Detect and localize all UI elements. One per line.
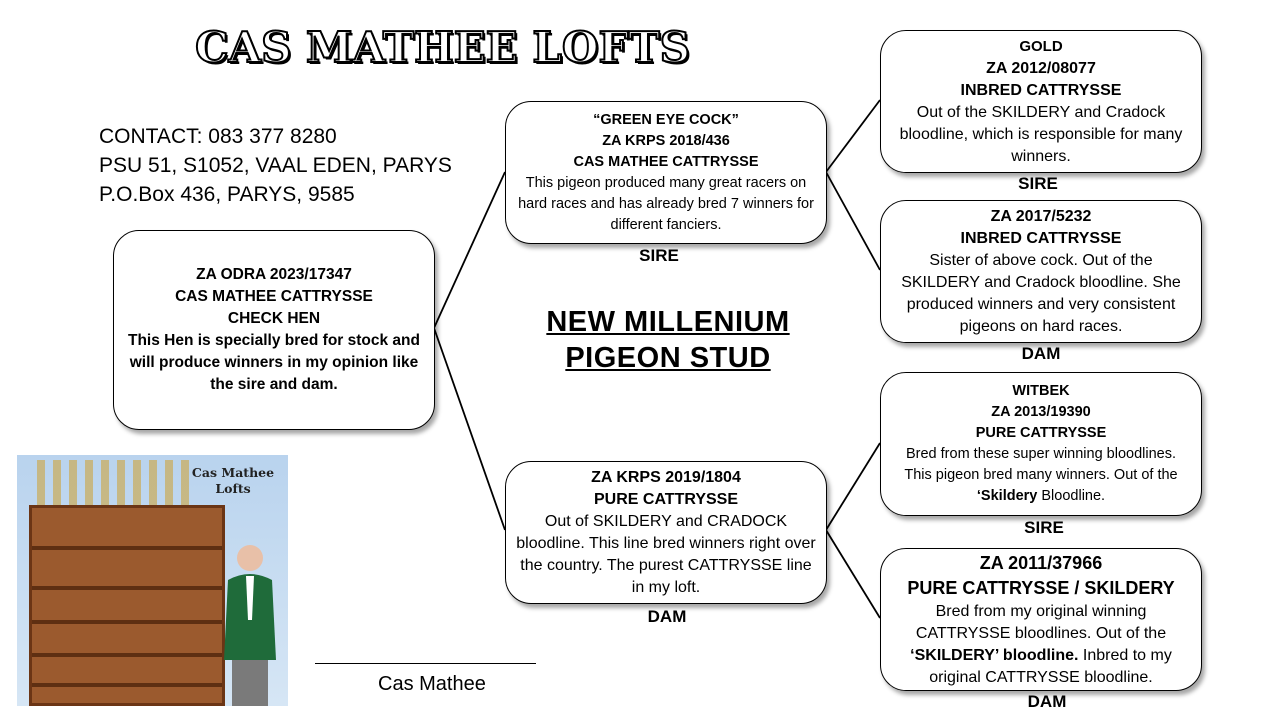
- ring-number: ZA 2013/19390: [991, 404, 1091, 420]
- strain: PURE CATTRYSSE: [975, 425, 1107, 441]
- strain: INBRED CATTRYSSE: [960, 229, 1122, 247]
- description: Out of SKILDERY and CRADOCK bloodline. T…: [516, 512, 816, 596]
- sire-dam-card: ZA 2017/5232 INBRED CATTRYSSE Sister of …: [880, 200, 1202, 343]
- pigeon-name: GOLD: [1019, 37, 1063, 55]
- connector-line: [825, 99, 881, 173]
- sire-sire-label: SIRE: [1018, 174, 1058, 193]
- connector-line: [825, 171, 881, 271]
- sire-dam-label: DAM: [1021, 344, 1061, 363]
- stud-name: NEW MILLENIUM PIGEON STUD: [520, 304, 816, 376]
- trophies: [37, 460, 197, 505]
- strain: CAS MATHEE CATTRYSSE: [573, 153, 759, 170]
- contact-po-box: P.O.Box 436, PARYS, 9585: [99, 183, 355, 206]
- stud-name-line1: NEW MILLENIUM: [546, 306, 790, 338]
- dam-dam-card: ZA 2011/37966 PURE CATTRYSSE / SKILDERY …: [880, 548, 1202, 691]
- pigeon-name: WITBEK: [1012, 383, 1070, 399]
- dam-sire-card: WITBEK ZA 2013/19390 PURE CATTRYSSE Bred…: [880, 372, 1202, 516]
- sire-label: SIRE: [639, 246, 679, 265]
- description: This Hen is specially bred for stock and…: [127, 332, 420, 393]
- dam-label: DAM: [647, 607, 687, 626]
- sex: CHECK HEN: [227, 310, 321, 327]
- subject-hen-card: ZA ODRA 2023/17347 CAS MATHEE CATTRYSSE …: [113, 230, 435, 430]
- description: Bred from these super winning bloodlines…: [891, 444, 1191, 507]
- strain: INBRED CATTRYSSE: [960, 81, 1122, 99]
- trophy-cabinet: [29, 505, 225, 706]
- ring-number: ZA 2012/08077: [986, 59, 1096, 77]
- ring-number: ZA 2017/5232: [990, 207, 1092, 225]
- contact-phone: CONTACT: 083 377 8280: [99, 125, 337, 148]
- dam-card: ZA KRPS 2019/1804 PURE CATTRYSSE Out of …: [505, 461, 827, 604]
- sire-card: “GREEN EYE COCK” ZA KRPS 2018/436 CAS MA…: [505, 101, 827, 244]
- description-text: Bloodline.: [1037, 488, 1106, 504]
- connector-line: [433, 171, 506, 329]
- ring-number: ZA ODRA 2023/17347: [196, 266, 352, 283]
- contact-address: PSU 51, S1052, VAAL EDEN, PARYS: [99, 154, 452, 177]
- pigeon-name: “GREEN EYE COCK”: [593, 111, 739, 128]
- ring-number: ZA KRPS 2018/436: [602, 132, 730, 149]
- photo-caption: Cas Mathee Lofts: [191, 465, 275, 496]
- loft-owner-photo: Cas Mathee Lofts: [17, 455, 288, 706]
- dam-sire-label: SIRE: [1024, 518, 1064, 537]
- strain: CAS MATHEE CATTRYSSE: [175, 288, 373, 305]
- page-title: CAS MATHEE LOFTS: [194, 22, 691, 73]
- description: Out of the SKILDERY and Cradock bloodlin…: [899, 103, 1183, 165]
- strain: PURE CATTRYSSE: [593, 490, 738, 508]
- connector-line: [825, 442, 881, 531]
- signature-line: [315, 663, 536, 664]
- owner-figure: [224, 545, 276, 706]
- stud-name-line2: PIGEON STUD: [565, 342, 771, 374]
- dam-dam-label: DAM: [1027, 692, 1067, 711]
- description: Sister of above cock. Out of the SKILDER…: [901, 251, 1181, 335]
- ring-number: ZA 2011/37966: [979, 552, 1103, 573]
- sire-sire-card: GOLD ZA 2012/08077 INBRED CATTRYSSE Out …: [880, 30, 1202, 173]
- description-text: Bred from these super winning bloodlines…: [904, 446, 1178, 483]
- description-text: Inbred to my original CATTRYSSE bloodlin…: [929, 646, 1172, 686]
- description: This pigeon produced many great racers o…: [518, 174, 814, 233]
- connector-line: [825, 529, 881, 619]
- connector-line: [433, 327, 506, 531]
- ring-number: ZA KRPS 2019/1804: [591, 468, 741, 486]
- contact-block: CONTACT: 083 377 8280 PSU 51, S1052, VAA…: [99, 122, 452, 209]
- description-text: Bred from my original winning CATTRYSSE …: [915, 602, 1167, 642]
- description-bold: ‘Skildery: [976, 488, 1038, 504]
- description-bold: ‘SKILDERY’ bloodline.: [910, 646, 1079, 664]
- description: Bred from my original winning CATTRYSSE …: [891, 601, 1191, 689]
- signature-name: Cas Mathee: [378, 673, 486, 695]
- strain: PURE CATTRYSSE / SKILDERY: [907, 577, 1175, 598]
